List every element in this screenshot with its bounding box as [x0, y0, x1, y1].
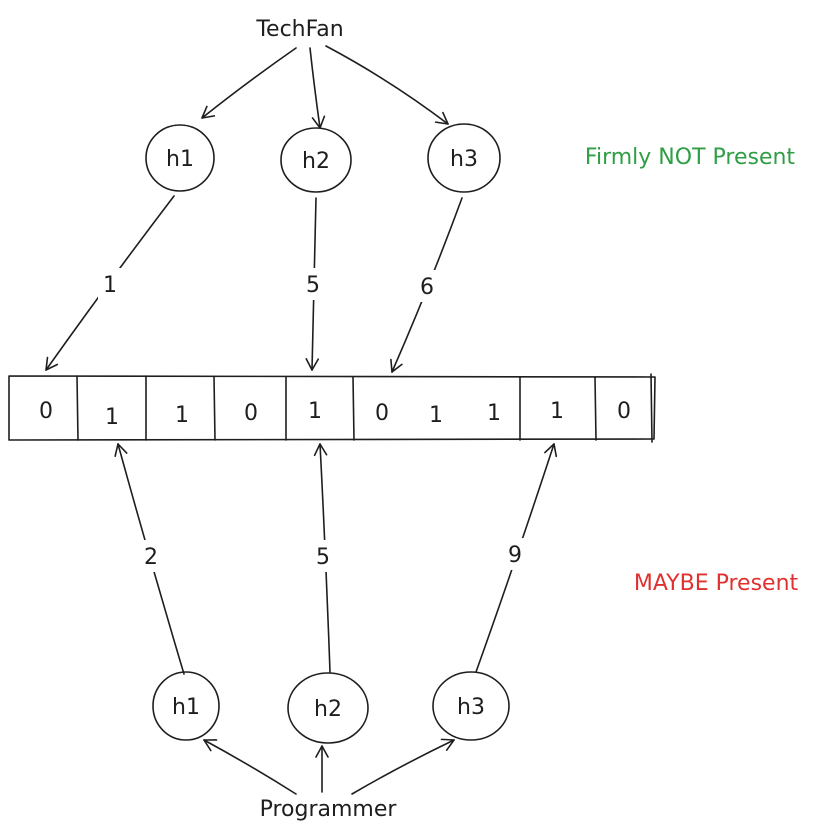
top-result-text: Firmly NOT Present	[585, 145, 796, 170]
top-hash-h2-label: h2	[302, 149, 330, 174]
bit-cell-6: 1	[429, 403, 443, 428]
bit-cell-1: 1	[105, 405, 119, 430]
top-hash-h1: h1	[145, 124, 215, 192]
arrow-programmer-to-h1	[203, 739, 297, 795]
top-hash-h3: h3	[427, 123, 501, 193]
top-hash-h2: h2	[280, 127, 352, 193]
arrow-techfan-to-h1	[201, 47, 297, 119]
bit-cell-7: 1	[487, 401, 501, 426]
top-index-1: 1	[103, 273, 117, 298]
bit-cell-8: 1	[550, 399, 564, 424]
bottom-index-3: 9	[508, 543, 522, 568]
arrow-programmer-to-h3	[351, 738, 455, 795]
arrow-techfan-to-h3	[325, 45, 449, 125]
top-index-3: 6	[420, 275, 434, 300]
bottom-hash-h1-label: h1	[172, 695, 200, 720]
bottom-hash-h2-label: h2	[314, 697, 342, 722]
bottom-hash-h3-label: h3	[457, 695, 485, 720]
bottom-hash-h1: h1	[152, 671, 220, 741]
top-hash-h1-label: h1	[166, 147, 194, 172]
bit-array: 0 1 1 0 1 0 1 1 1 0	[8, 373, 656, 443]
bottom-index-2: 5	[316, 545, 330, 570]
bit-cell-5: 0	[375, 401, 389, 426]
bottom-hash-h3: h3	[432, 671, 510, 741]
bit-cell-3: 0	[244, 401, 258, 426]
top-hash-h3-label: h3	[450, 147, 478, 172]
bit-cell-2: 1	[175, 403, 189, 428]
bit-cell-9: 0	[617, 399, 631, 424]
bottom-hash-h2: h2	[287, 672, 369, 744]
top-index-2: 5	[306, 273, 320, 298]
bit-cell-4: 1	[308, 399, 322, 424]
bottom-index-1: 2	[144, 545, 158, 570]
bit-cell-0: 0	[39, 399, 53, 424]
bottom-input-label: Programmer	[260, 797, 398, 822]
top-input-label: TechFan	[255, 17, 343, 42]
bottom-result-text: MAYBE Present	[634, 571, 799, 596]
arrow-techfan-to-h2	[309, 47, 326, 129]
